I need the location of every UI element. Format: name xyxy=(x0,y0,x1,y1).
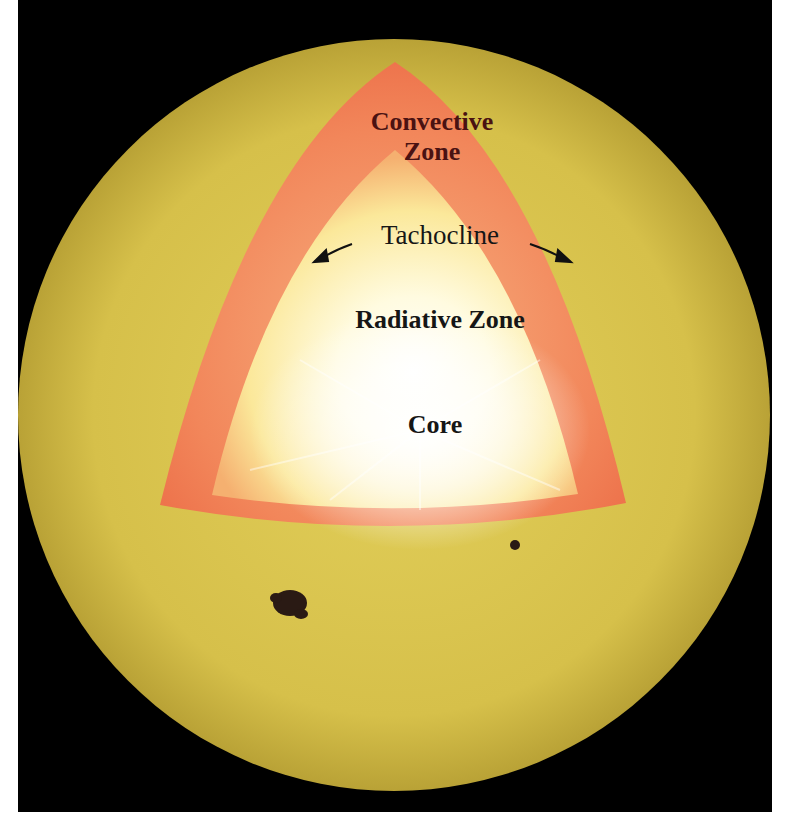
zone-label: Convective Zone xyxy=(342,107,522,167)
boundary-label: Tachocline xyxy=(310,220,570,251)
core-glow xyxy=(250,310,590,550)
space-background xyxy=(18,0,772,812)
zone-label: Radiative Zone xyxy=(290,305,590,335)
sun-disc xyxy=(18,39,770,791)
sunspots xyxy=(270,540,520,619)
core-rays xyxy=(250,360,560,510)
zone-label: Core xyxy=(335,410,535,440)
